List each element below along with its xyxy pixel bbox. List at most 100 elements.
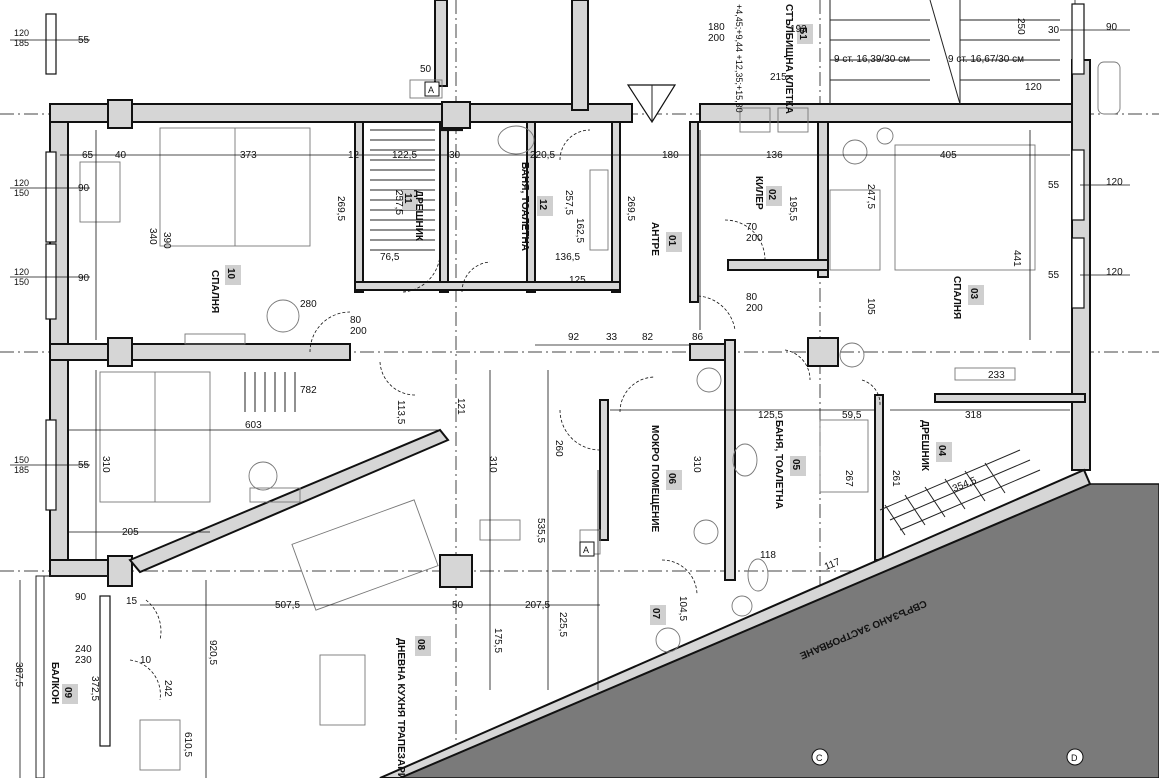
dim-269-5-b: 269,5	[625, 196, 636, 221]
dim-55-b: 55	[78, 460, 90, 471]
dim-right-120-b: 120	[1106, 267, 1123, 278]
dim-405: 405	[940, 150, 957, 161]
dim-right-55-a: 55	[1048, 180, 1060, 191]
dim-125-5: 125,5	[758, 410, 783, 421]
dim-15: 15	[126, 596, 138, 607]
balcony	[35, 575, 111, 778]
dim-33: 33	[606, 332, 618, 343]
dim-340: 340	[147, 228, 158, 245]
dim-top-120: 120	[1025, 82, 1042, 93]
dim-318: 318	[965, 410, 982, 421]
dim-535-5: 535,5	[535, 518, 546, 543]
dim-441: 441	[1011, 250, 1022, 267]
dim-136: 136	[766, 150, 783, 161]
dim-117: 117	[823, 556, 842, 572]
dim-310-a: 310	[100, 456, 111, 473]
room-11-number: 11	[402, 193, 413, 204]
dim-104-5: 104,5	[677, 596, 688, 621]
dim-920-5: 920,5	[207, 640, 218, 665]
dim-280: 280	[300, 299, 317, 310]
room-number-boxes	[62, 24, 984, 704]
room-09-number: 09	[62, 687, 73, 699]
room-05-number: 05	[790, 459, 801, 471]
dim-207-5: 207,5	[525, 600, 550, 611]
axis-c-label: С	[816, 753, 823, 763]
dim-267: 267	[843, 470, 854, 487]
dim-247-5: 247,5	[865, 184, 876, 209]
room-03-name: СПАЛНЯ	[951, 276, 962, 319]
dim-250: 250	[1015, 18, 1026, 35]
dim-310-c: 310	[691, 456, 702, 473]
dim-40-a: 40	[115, 150, 127, 161]
dim-195-5: 195,5	[787, 196, 798, 221]
room-04-name: ДРЕШНИК	[919, 420, 930, 472]
dim-603: 603	[245, 420, 262, 431]
room-12-number: 12	[537, 199, 548, 211]
dim-118: 118	[760, 550, 776, 561]
door-swings	[129, 129, 881, 701]
dim-82: 82	[642, 332, 654, 343]
room-01-number: 01	[666, 235, 677, 247]
dim-136-5: 136,5	[555, 252, 580, 263]
dim-right-30: 30	[1048, 25, 1060, 36]
dim-65-a: 65	[82, 150, 94, 161]
dim-50-top: 50	[420, 64, 432, 75]
dim-90-b: 90	[78, 273, 90, 284]
room-06-name: МОКРО ПОМЕЩЕНИЕ	[649, 425, 660, 533]
dim-261: 261	[890, 470, 901, 487]
dim-372-5: 372,5	[89, 676, 100, 701]
room-09-name: БАЛКОН	[49, 662, 60, 704]
dim-193: 193	[790, 24, 807, 35]
dim-225-5: 225,5	[557, 612, 568, 637]
stair-b1-number: Б1	[797, 27, 808, 40]
dim-162-5: 162,5	[574, 218, 585, 243]
dim-50: 50	[452, 600, 464, 611]
stair-right-label: 9 ст. 16,67/30 см	[948, 54, 1024, 65]
dim-782: 782	[300, 385, 317, 396]
dim-92: 92	[568, 332, 580, 343]
room-08-number: 08	[415, 639, 426, 651]
dim-right-55-b: 55	[1048, 270, 1060, 281]
dimension-lines	[10, 29, 1130, 778]
dim-220-5: 220,5	[530, 150, 555, 161]
dim-59-5: 59,5	[842, 410, 862, 421]
dim-90-balcony: 90	[75, 592, 87, 603]
dim-121: 121	[455, 398, 466, 415]
dim-175-5: 175,5	[492, 628, 503, 653]
room-12-name: БАНЯ, ТОАЛЕТНА	[519, 162, 530, 251]
walls	[45, 0, 1092, 778]
dim-86: 86	[692, 332, 704, 343]
room-06-number: 06	[666, 473, 677, 485]
dim-390: 390	[161, 232, 172, 249]
dim-387-5: 387,5	[13, 662, 24, 687]
dim-76-5: 76,5	[380, 252, 400, 263]
a-mark-bottom: A	[583, 545, 589, 555]
dim-10: 10	[140, 655, 152, 666]
room-02-name: КИЛЕР	[753, 176, 764, 210]
dim-610-5: 610,5	[182, 732, 193, 757]
stairs	[626, 0, 1060, 124]
dim-257-5-b: 257,5	[563, 190, 574, 215]
axis-markers: С D A A	[424, 81, 1084, 766]
dim-269-5-a: 269,5	[335, 196, 346, 221]
dim-205: 205	[122, 527, 139, 538]
room-10-number: 10	[225, 268, 236, 280]
dim-right-120-a: 120	[1106, 177, 1123, 188]
dim-right-90: 90	[1106, 22, 1118, 33]
dim-233: 233	[988, 370, 1005, 381]
dim-55-a: 55	[78, 35, 90, 46]
room-05-name: БАНЯ, ТОАЛЕТНА	[773, 420, 784, 509]
dim-257-5-a: 257,5	[393, 190, 404, 215]
a-mark-top: A	[428, 85, 434, 95]
stair-b1-name: СТЪЛБИЩНА КЛЕТКА	[783, 4, 794, 114]
dim-30-a: 30	[449, 150, 461, 161]
